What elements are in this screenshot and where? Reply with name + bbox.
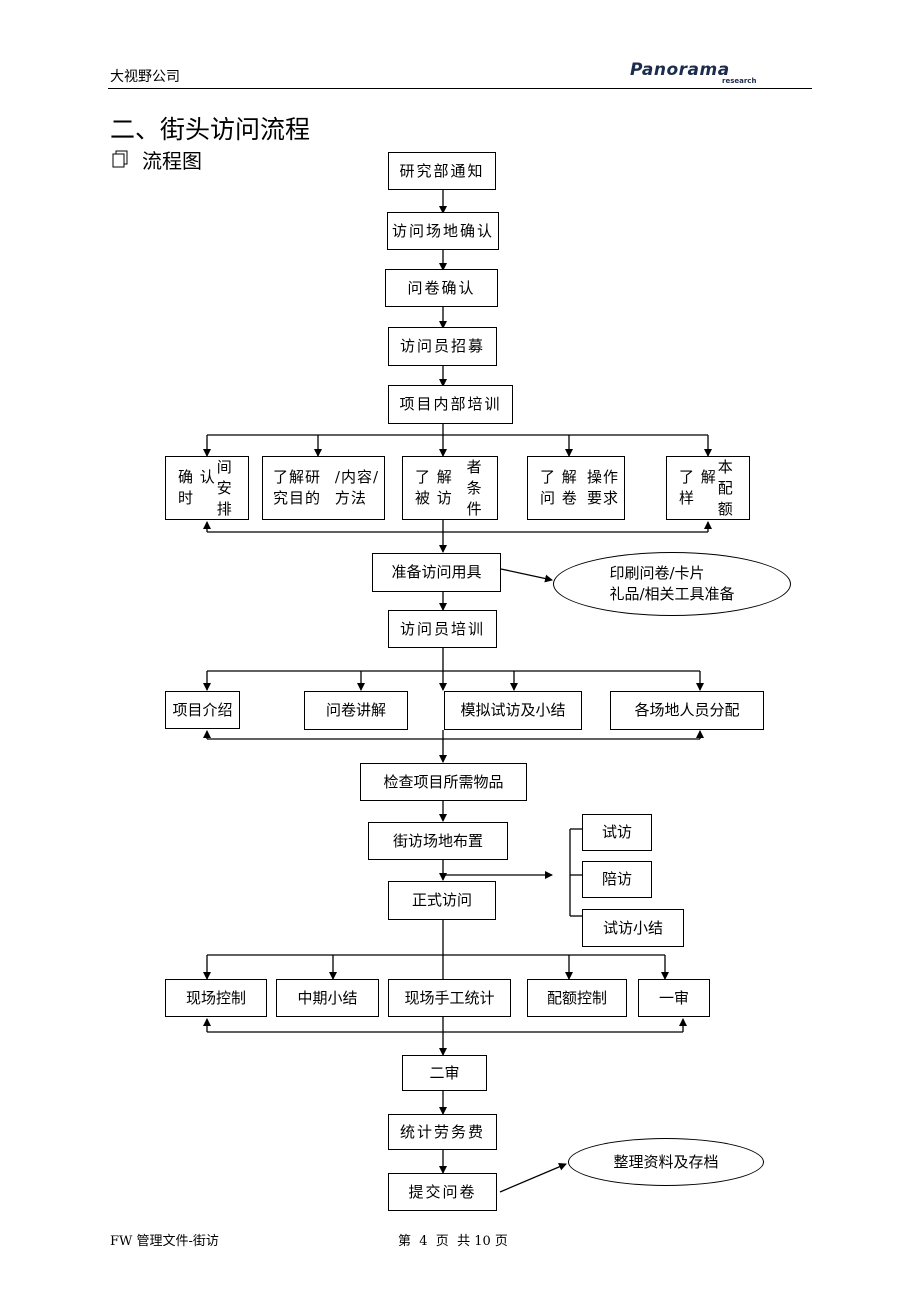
node-site-setup: 街访场地布置 [368, 822, 508, 860]
footer-doc-name: FW 管理文件-街访 [110, 1234, 219, 1249]
node-control-item: 现场手工统计 [388, 979, 511, 1017]
node-labor-fee: 统计劳务费 [388, 1114, 497, 1150]
node-research-notice: 研究部通知 [388, 152, 496, 190]
footer-page-number: 第 4 页 共 10 页 [398, 1234, 508, 1249]
company-name: 大视野公司 [110, 69, 180, 85]
node-interviewer-training-item: 项目介绍 [165, 691, 240, 729]
node-pilot-item: 试访小结 [582, 909, 684, 947]
node-training-item: 了解研究目的/内容/方法 [262, 456, 385, 520]
node-questionnaire-confirm: 问卷确认 [385, 269, 498, 307]
section-subtitle: 流程图 [142, 149, 202, 173]
node-training-item: 了 解 被 访者条件 [402, 456, 498, 520]
node-pilot-item: 试访 [582, 814, 652, 851]
node-training-item: 确 认 时间安排 [165, 456, 249, 520]
node-control-item: 一审 [638, 979, 710, 1017]
node-control-item: 中期小结 [276, 979, 379, 1017]
node-interviewer-training-item: 模拟试访及小结 [444, 691, 582, 730]
node-formal-interview: 正式访问 [388, 881, 496, 920]
node-interviewer-training: 访问员培训 [388, 610, 497, 648]
node-training-item: 了 解 问 卷操作要求 [527, 456, 625, 520]
node-submit-questionnaire: 提交问卷 [388, 1173, 497, 1211]
node-check-materials: 检查项目所需物品 [360, 763, 527, 801]
panorama-logo: Panorama research [630, 60, 790, 86]
node-internal-training: 项目内部培训 [388, 385, 513, 424]
node-interviewer-training-item: 各场地人员分配 [610, 691, 764, 730]
document-stack-icon [112, 150, 128, 168]
node-site-confirm: 访问场地确认 [387, 212, 499, 250]
node-training-item: 了 解 样本配额 [666, 456, 750, 520]
node-interviewer-recruit: 访问员招募 [388, 327, 497, 366]
node-control-item: 现场控制 [165, 979, 267, 1017]
node-archive: 整理资料及存档 [568, 1138, 764, 1186]
node-second-review: 二审 [402, 1055, 487, 1091]
node-pilot-item: 陪访 [582, 861, 652, 898]
logo-subtext: research [722, 77, 757, 85]
node-interviewer-training-item: 问卷讲解 [304, 691, 408, 730]
logo-text: Panorama [630, 60, 730, 80]
node-control-item: 配额控制 [527, 979, 627, 1017]
node-prepare-side: 印刷问卷/卡片礼品/相关工具准备 [553, 552, 791, 616]
page-title: 二、街头访问流程 [110, 115, 311, 144]
header-rule [108, 88, 812, 89]
node-prepare-tools: 准备访问用具 [372, 553, 501, 592]
